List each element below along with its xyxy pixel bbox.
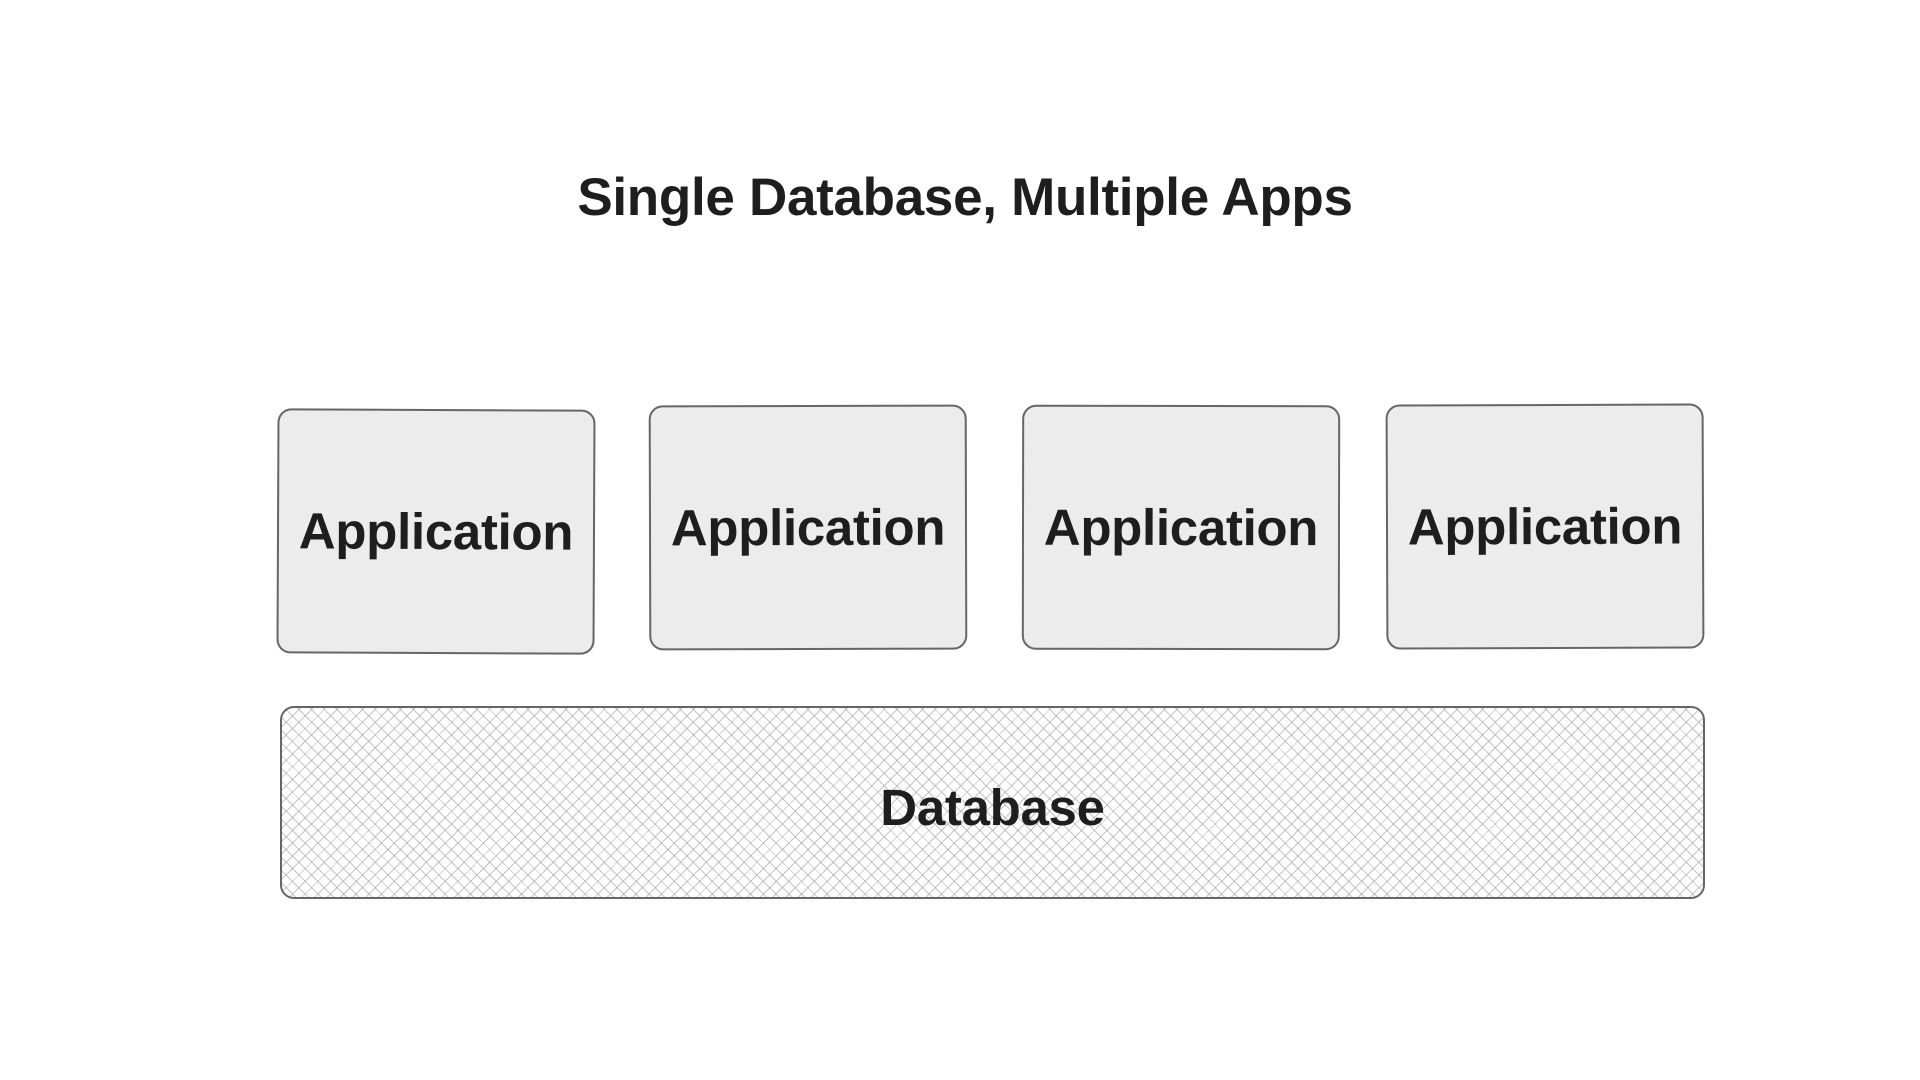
database-box: Database <box>280 706 1705 899</box>
application-label: Application <box>298 502 574 561</box>
application-box-4: Application <box>1385 403 1705 650</box>
application-label: Application <box>1407 497 1683 556</box>
database-label: Database <box>880 779 1105 836</box>
application-label: Application <box>670 498 946 557</box>
application-box-2: Application <box>648 404 968 651</box>
application-box-1: Application <box>276 408 596 655</box>
application-label: Application <box>1043 498 1319 557</box>
diagram-title: Single Database, Multiple Apps <box>577 168 1353 227</box>
application-box-3: Application <box>1021 404 1341 651</box>
